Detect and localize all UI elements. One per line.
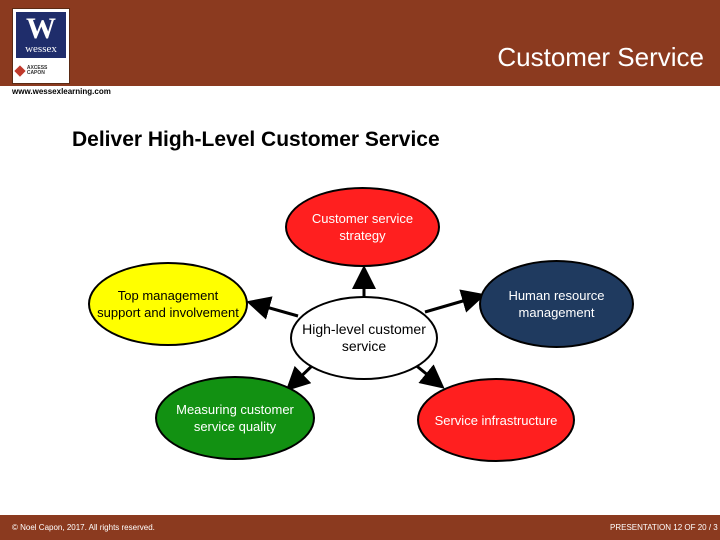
page-title: Deliver High-Level Customer Service	[72, 128, 440, 151]
wessex-logo: W wessex AXCESS CAPON	[12, 8, 70, 84]
node-label: Human resource management	[508, 288, 605, 320]
node-top-management: Top management support and involvement	[88, 262, 248, 346]
node-label: Service infrastructure	[434, 412, 558, 428]
node-label: Customer service strategy	[311, 211, 414, 243]
logo-name: wessex	[25, 43, 57, 55]
logo-sub: AXCESS CAPON	[14, 61, 66, 80]
slide-number: PRESENTATION 12 OF 20 / 3	[610, 523, 718, 532]
header-bar: W wessex AXCESS CAPON Customer Service	[0, 0, 720, 86]
node-measuring-service-quality: Measuring customer service quality	[155, 376, 315, 460]
node-label: High-level customer service	[302, 321, 426, 354]
arrow-to-human-resource	[424, 289, 486, 314]
node-customer-service-strategy: Customer service strategy	[285, 187, 440, 267]
logo-emblem: W wessex	[16, 12, 66, 58]
website-url: www.wessexlearning.com	[12, 87, 111, 96]
logo-sub-text: AXCESS CAPON	[26, 64, 48, 76]
node-human-resource-management: Human resource management	[479, 260, 634, 348]
copyright-text: © Noel Capon, 2017. All rights reserved.	[12, 523, 155, 532]
node-high-level-customer-service: High-level customer service	[290, 296, 438, 380]
node-service-infrastructure: Service infrastructure	[417, 378, 575, 462]
node-label: Measuring customer service quality	[176, 402, 294, 434]
logo-letter: W	[26, 12, 56, 45]
node-label: Top management support and involvement	[97, 288, 239, 320]
header-title: Customer Service	[497, 42, 704, 72]
arrow-to-top-management	[246, 296, 299, 320]
footer-bar: © Noel Capon, 2017. All rights reserved.…	[0, 515, 720, 540]
